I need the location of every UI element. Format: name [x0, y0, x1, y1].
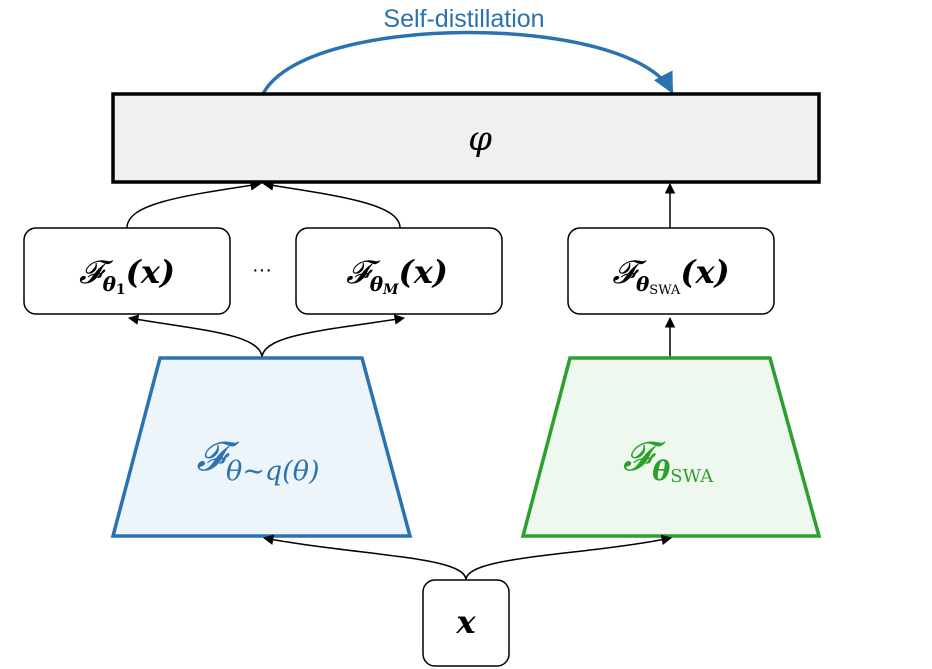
input-label: x [455, 603, 476, 641]
swa-sub: SWA [649, 283, 681, 298]
output-box-thetaM-label: 𝓕θM(x) [346, 253, 448, 298]
ensemble-model-trapezoid [110, 356, 413, 538]
swa-model-trapezoid [520, 356, 822, 538]
theta-sub: θ [370, 272, 384, 296]
arrow-out1-to-phi [126, 180, 262, 229]
theta-sub: θ [103, 272, 117, 296]
arg: (x) [680, 253, 729, 291]
arrow-ensemble-to-outM [261, 314, 406, 359]
arrow-ensemble-to-out1 [127, 314, 263, 359]
theta-sub: θ [636, 272, 650, 296]
arrow-outM-to-phi [262, 180, 401, 229]
output-box-theta1 [23, 227, 231, 315]
arg: (x) [399, 253, 448, 291]
theta-sub: θ [652, 456, 670, 487]
self-distillation-arrow [260, 30, 674, 97]
arg: (x) [126, 253, 175, 291]
swa-sub: SWA [670, 466, 714, 487]
output-box-swa [567, 227, 775, 315]
self-distillation-title: Self-distillation [383, 5, 544, 33]
arrow-input-to-ensemble [262, 534, 467, 581]
posterior-sub: θ∼q(θ) [226, 456, 320, 487]
index-sub: M [382, 282, 399, 298]
ensemble-model-label: 𝓕θ∼q(θ) [196, 434, 319, 487]
input-box [422, 579, 510, 667]
phi-box [111, 92, 821, 184]
arrow-input-to-swa [465, 534, 673, 581]
index-sub: 1 [116, 282, 126, 298]
phi-label: φ [468, 119, 492, 159]
ellipsis: ··· [252, 259, 272, 281]
output-box-thetaM [295, 227, 503, 315]
